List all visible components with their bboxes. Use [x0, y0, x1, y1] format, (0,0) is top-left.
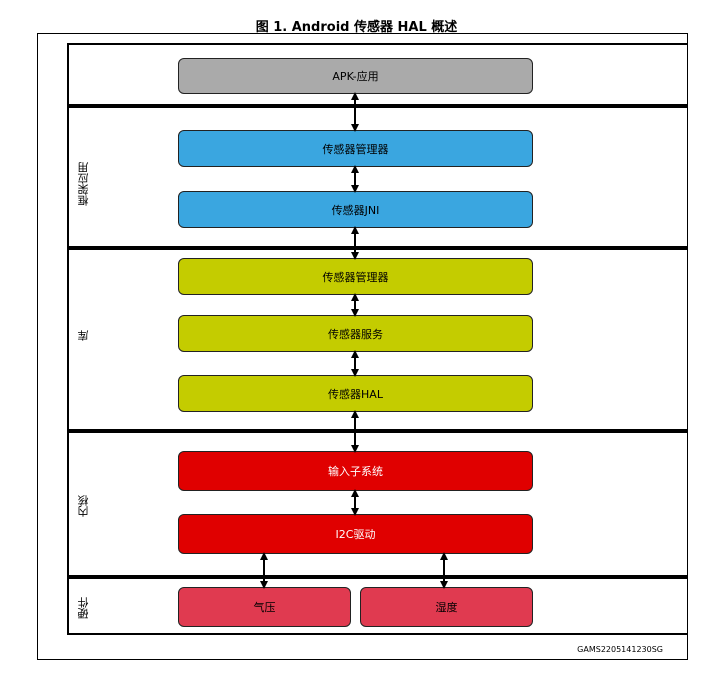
outer-frame	[37, 33, 688, 660]
sensor-manager-framework-box: 传感器管理器	[178, 130, 533, 167]
figure-code: GAMS2205141230SG	[577, 645, 663, 654]
library-layer-band	[67, 248, 688, 431]
figure-title: 图 1. Android 传感器 HAL 概述	[255, 20, 458, 35]
sensor-service-box: 传感器服务	[178, 315, 533, 352]
humidity-box: 湿度	[360, 587, 533, 627]
barometer-box: 气压	[178, 587, 351, 627]
input-subsystem-box: 输入子系统	[178, 451, 533, 491]
i2c-driver-box: I2C驱动	[178, 514, 533, 554]
framework-layer-band	[67, 106, 688, 248]
kernel-layer-band	[67, 431, 688, 577]
hardware-layer-band	[67, 577, 688, 635]
sensor-manager-library-box: 传感器管理器	[178, 258, 533, 295]
apk-app-box: APK-应用	[178, 58, 533, 94]
app-layer-band	[67, 43, 688, 106]
